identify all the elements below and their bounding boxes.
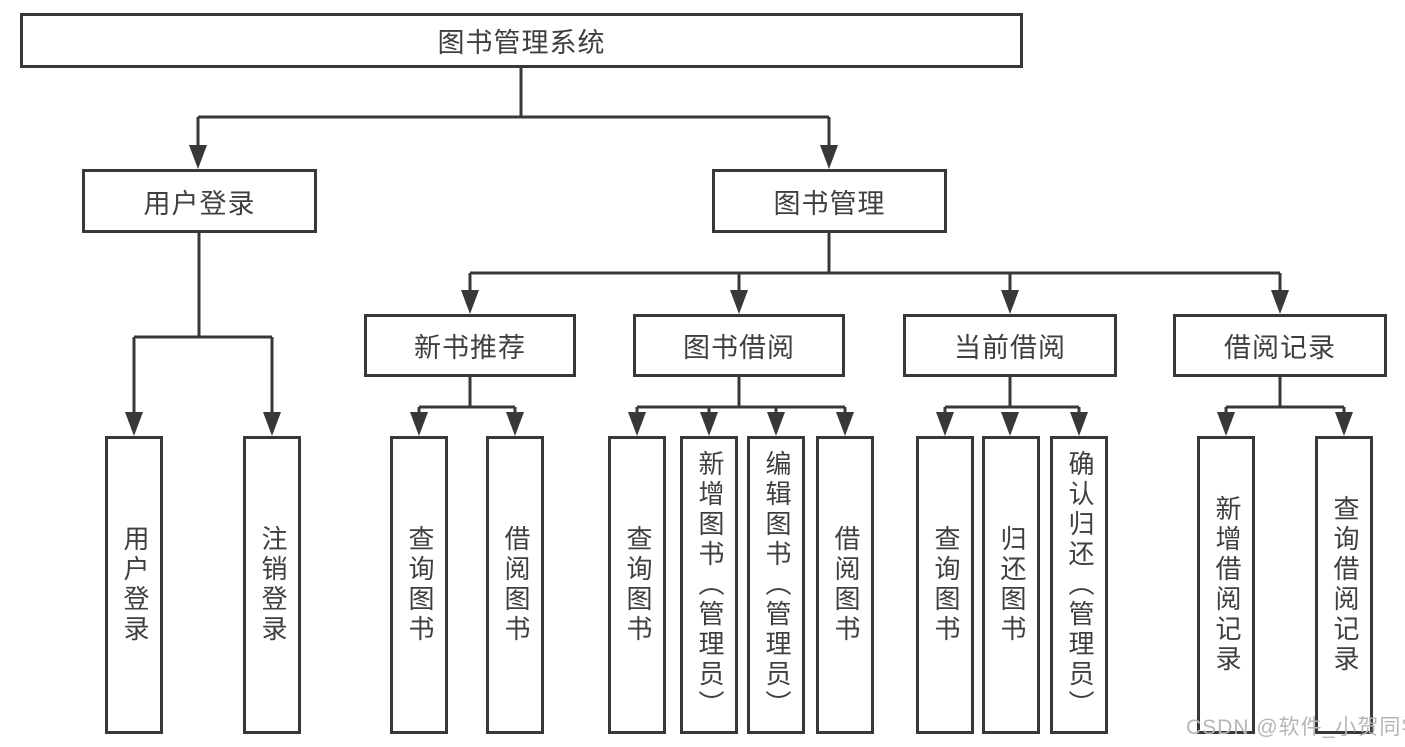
node-label: 图书管理系统 (437, 28, 606, 58)
leaf-records-query-record: 查询借阅记录 (1315, 436, 1373, 734)
node-label: 借阅图书 (830, 525, 861, 645)
node-label: 借阅记录 (1224, 333, 1336, 363)
leaf-borrowing-edit-books-admin: 编辑图书（管理员） (747, 436, 805, 734)
arrowhead (1271, 290, 1289, 314)
connector-new-book-children (417, 377, 517, 414)
node-current-borrowing: 当前借阅 (903, 314, 1117, 377)
node-label: 确认归还（管理员） (1064, 450, 1095, 720)
leaf-records-add-record: 新增借阅记录 (1197, 436, 1255, 734)
node-label: 用户登录 (119, 525, 150, 645)
leaf-user-login: 用户登录 (105, 436, 163, 734)
leaf-current-query-books: 查询图书 (916, 436, 974, 734)
arrowhead (820, 145, 838, 169)
leaf-logout-login: 注销登录 (243, 436, 301, 734)
arrowhead (189, 145, 207, 169)
leaf-recommend-borrow-books: 借阅图书 (486, 436, 544, 734)
leaf-current-confirm-return-admin: 确认归还（管理员） (1050, 436, 1108, 734)
node-label: 当前借阅 (954, 333, 1066, 363)
node-user-login: 用户登录 (82, 169, 317, 233)
arrowhead (1001, 290, 1019, 314)
arrowheads (125, 145, 1353, 436)
connector-root-to-level2 (196, 68, 831, 147)
node-label: 用户登录 (143, 188, 256, 219)
arrowhead (410, 412, 428, 436)
node-label: 查询图书 (404, 525, 435, 645)
node-label: 编辑图书（管理员） (761, 450, 792, 720)
arrowhead (1217, 412, 1235, 436)
arrowhead (263, 412, 281, 436)
connector-book-borrowing-children (635, 377, 847, 414)
node-root-library-system: 图书管理系统 (20, 13, 1023, 68)
leaf-recommend-query-books: 查询图书 (390, 436, 448, 734)
leaf-borrowing-add-books-admin: 新增图书（管理员） (680, 436, 738, 734)
arrowhead (125, 412, 143, 436)
connector-current-borrowing-children (943, 377, 1081, 414)
arrowhead (767, 412, 785, 436)
leaf-borrowing-borrow-books: 借阅图书 (816, 436, 874, 734)
arrowhead (836, 412, 854, 436)
connector-user-login-children (132, 233, 274, 414)
arrowhead (461, 290, 479, 314)
node-book-management: 图书管理 (712, 169, 947, 233)
arrowhead (1335, 412, 1353, 436)
arrowhead (506, 412, 524, 436)
leaf-current-return-books: 归还图书 (982, 436, 1040, 734)
arrowhead (1070, 412, 1088, 436)
arrowhead (730, 290, 748, 314)
node-label: 归还图书 (996, 525, 1027, 645)
connector-borrowing-records-children (1224, 377, 1346, 414)
node-label: 注销登录 (257, 525, 288, 645)
node-label: 图书借阅 (683, 333, 795, 363)
arrowhead (936, 412, 954, 436)
node-label: 借阅图书 (500, 525, 531, 645)
arrowhead (700, 412, 718, 436)
leaf-borrowing-query-books: 查询图书 (608, 436, 666, 734)
node-new-book-recommend: 新书推荐 (364, 314, 576, 377)
node-book-borrowing: 图书借阅 (633, 314, 845, 377)
node-label: 查询借阅记录 (1329, 495, 1360, 675)
csdn-watermark: CSDN @软件_小贺同学 (1186, 716, 1405, 739)
connector-lines (132, 68, 1346, 414)
arrowhead (628, 412, 646, 436)
connector-book-management-children (468, 233, 1282, 292)
node-label: 新增图书（管理员） (694, 450, 725, 720)
node-borrowing-records: 借阅记录 (1173, 314, 1387, 377)
arrowhead (1001, 412, 1019, 436)
node-label: 新书推荐 (414, 333, 526, 363)
node-label: 查询图书 (622, 525, 653, 645)
node-label: 新增借阅记录 (1211, 495, 1242, 675)
node-label: 查询图书 (930, 525, 961, 645)
node-label: 图书管理 (773, 188, 886, 219)
